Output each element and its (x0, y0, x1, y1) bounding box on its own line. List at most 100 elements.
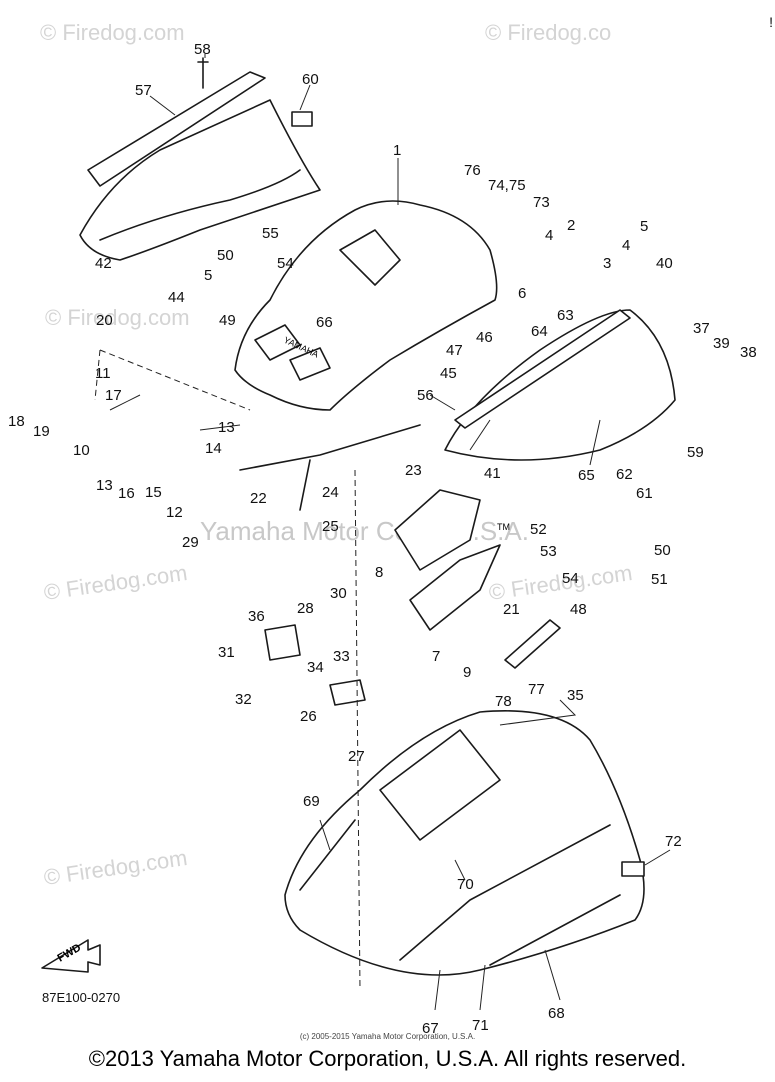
part-number: 57 (135, 82, 152, 99)
part-number: 13 (218, 419, 235, 436)
part-number: 66 (316, 314, 333, 331)
part-number: 22 (250, 490, 267, 507)
lower-hood-trim (299, 819, 621, 966)
part-number: 14 (205, 440, 222, 457)
part-number: 31 (218, 644, 235, 661)
part-31-bracket (264, 624, 301, 661)
watermark: © Firedog.co (485, 20, 611, 45)
part-8-duct (394, 489, 481, 571)
part-number: 72 (665, 833, 682, 850)
part-number: 54 (562, 570, 579, 587)
part-number: 1 (393, 142, 401, 159)
part-number: 17 (105, 387, 122, 404)
part-number: 29 (182, 534, 199, 551)
part-77-strip (504, 619, 561, 669)
part-number: 35 (567, 687, 584, 704)
part-number: 26 (300, 708, 317, 725)
part-number: 73 (533, 194, 550, 211)
part-number: 54 (277, 255, 294, 272)
part-number: 47 (446, 342, 463, 359)
part-number: 45 (440, 365, 457, 382)
part-number: 11 (95, 365, 111, 382)
part-number: 58 (194, 41, 211, 58)
part-number: 3 (603, 255, 611, 272)
hood-vent-1 (339, 229, 401, 286)
part-number: 78 (495, 693, 512, 710)
part-number-labels: 58 57 60 1 76 74,75 73 2 5 4 4 3 40 55 5… (8, 41, 757, 1037)
reference-lines (94, 349, 361, 991)
part-number: 48 (570, 601, 587, 618)
watermark: © Firedog.com (45, 305, 190, 330)
fwd-arrow: FWD (41, 939, 101, 973)
part-number: 61 (636, 485, 653, 502)
part-72-emblem (621, 861, 645, 877)
part-number: 46 (476, 329, 493, 346)
watermark: © Firedog.com (42, 845, 189, 890)
part-number: 77 (528, 681, 545, 698)
part-42-windshield (79, 99, 321, 261)
part-number: 53 (540, 543, 557, 560)
small-copyright: (c) 2005-2015 Yamaha Motor Corporation, … (299, 1032, 476, 1041)
part-number: 71 (472, 1017, 489, 1034)
part-number: 69 (303, 793, 320, 810)
part-number: 52 (530, 521, 547, 538)
watermark: © Firedog.com (40, 20, 185, 45)
part-number: 18 (8, 413, 25, 430)
part-69-lower-hood (284, 710, 645, 976)
part-number: 49 (219, 312, 236, 329)
part-number: 41 (484, 465, 501, 482)
part-number: 55 (262, 225, 279, 242)
part-22-cable (239, 424, 421, 511)
part-number: 70 (457, 876, 474, 893)
part-number: 67 (422, 1020, 439, 1037)
hood-vent-3 (289, 347, 331, 381)
part-number: 30 (330, 585, 347, 602)
part-number: 60 (302, 71, 319, 88)
lower-hood-window (379, 729, 501, 841)
part-58-screw (197, 57, 209, 89)
part-number: 32 (235, 691, 252, 708)
copyright-footer: ©2013 Yamaha Motor Corporation, U.S.A. A… (88, 1046, 687, 1071)
part-number: 59 (687, 444, 704, 461)
part-number: 63 (557, 307, 574, 324)
part-number: 50 (217, 247, 234, 264)
part-number: 7 (432, 648, 440, 665)
part-number: 12 (166, 504, 183, 521)
part-number: 64 (531, 323, 548, 340)
part-number: 13 (96, 477, 113, 494)
corner-mark: ! (769, 14, 773, 30)
part-number: 6 (518, 285, 526, 302)
part-number: 40 (656, 255, 673, 272)
part-56-trim (454, 309, 631, 429)
part-number: 28 (297, 600, 314, 617)
part-number: 51 (651, 571, 668, 588)
part-number: 4 (622, 237, 630, 254)
part-number: 36 (248, 608, 265, 625)
hood-vent-2 (254, 324, 301, 361)
watermark: © Firedog.com (42, 560, 189, 605)
leader-lines (109, 54, 671, 1011)
part-1-upper-hood (234, 200, 498, 411)
part-number: 9 (463, 664, 471, 681)
part-number: 16 (118, 485, 135, 502)
diagram-code: 87E100-0270 (42, 990, 121, 1005)
tm-mark: TM (497, 522, 510, 532)
part-number: 23 (405, 462, 422, 479)
part-41-side-panel (444, 309, 676, 461)
part-number: 38 (740, 344, 757, 361)
part-number: 5 (204, 267, 212, 284)
part-number: 2 (567, 217, 575, 234)
part-number: 5 (640, 218, 648, 235)
part-number: 50 (654, 542, 671, 559)
part-number: 25 (322, 518, 339, 535)
part-number: 4 (545, 227, 553, 244)
part-number: 34 (307, 659, 324, 676)
part-number: 65 (578, 467, 595, 484)
part-number: 37 (693, 320, 710, 337)
part-57-strip (87, 71, 266, 187)
part-60-clip (291, 111, 313, 127)
part-number: 44 (168, 289, 185, 306)
part-number: 10 (73, 442, 90, 459)
part-7-duct (409, 544, 501, 631)
